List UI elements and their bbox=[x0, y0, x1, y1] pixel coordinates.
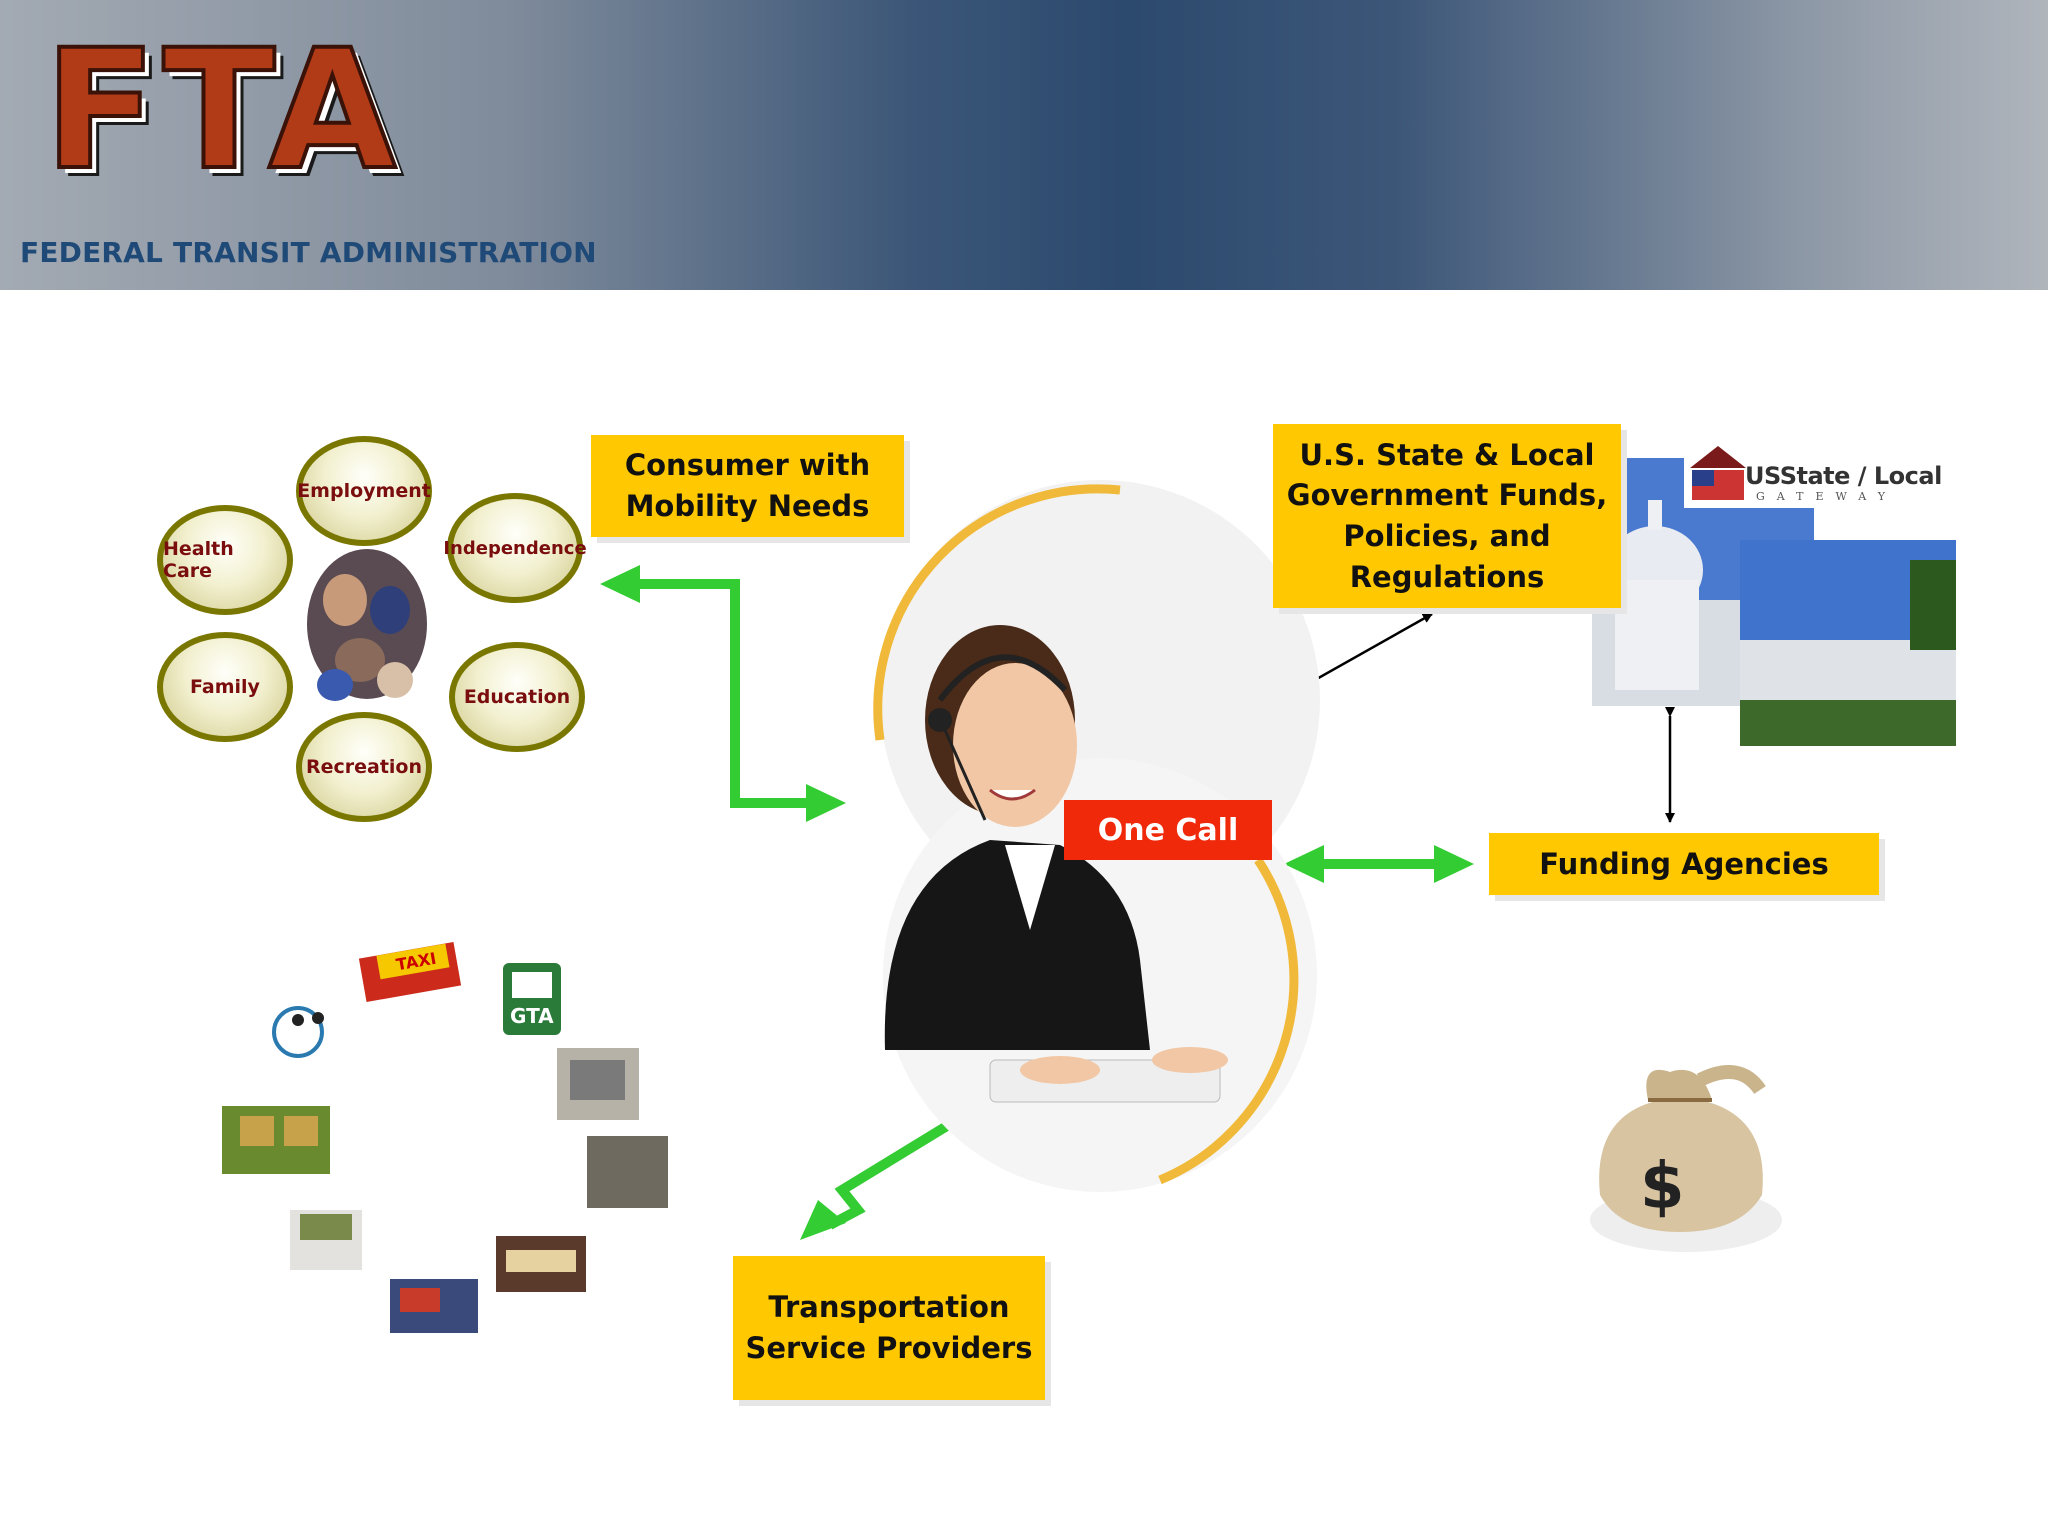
consumer-box: Consumer with Mobility Needs bbox=[591, 435, 904, 537]
crowd-image bbox=[307, 549, 427, 701]
transport-box: Transportation Service Providers bbox=[733, 1256, 1045, 1400]
gateway-logo-text: USState / Local bbox=[1745, 462, 1942, 490]
need-oval-family: Family bbox=[157, 632, 293, 742]
transport-icons bbox=[222, 941, 668, 1333]
one-call-label: One Call bbox=[1064, 800, 1272, 860]
need-oval-independence: Independence bbox=[443, 493, 587, 603]
consumer-arrow bbox=[600, 565, 846, 822]
money-bag-image bbox=[1590, 1065, 1782, 1252]
funding-arrow bbox=[1284, 845, 1474, 883]
fta-logo: FTA bbox=[42, 14, 403, 206]
government-buildings-image bbox=[1592, 440, 1956, 746]
gateway-sub-text: GATEWAY bbox=[1756, 490, 1898, 503]
money-symbol: $ bbox=[1640, 1150, 1685, 1224]
need-oval-education: Education bbox=[449, 642, 585, 752]
agency-name: FEDERAL TRANSIT ADMINISTRATION bbox=[20, 236, 597, 269]
need-oval-recreation: Recreation bbox=[296, 712, 432, 822]
need-oval-health-care: Health Care bbox=[157, 505, 293, 615]
need-oval-employment: Employment bbox=[296, 436, 432, 546]
funding-box: Funding Agencies bbox=[1489, 833, 1879, 895]
bus-sign: GTA bbox=[510, 1004, 554, 1028]
state-local-gateway-logo bbox=[1684, 440, 1900, 508]
header-banner: FTA FEDERAL TRANSIT ADMINISTRATION bbox=[0, 0, 2048, 290]
government-box: U.S. State & Local Government Funds, Pol… bbox=[1273, 424, 1621, 608]
